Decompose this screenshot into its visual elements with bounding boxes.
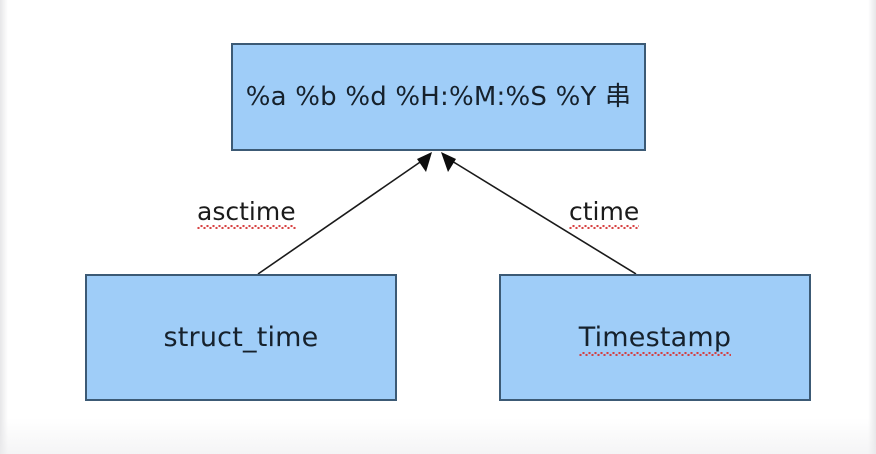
edge-label-asctime: asctime: [197, 197, 296, 229]
node-struct-time[interactable]: struct_time: [85, 274, 397, 401]
left-gutter: [0, 0, 8, 454]
edge-label-ctime-text: ctime: [569, 197, 640, 229]
node-format-string-label: %a %b %d %H:%M:%S %Y 串: [245, 82, 632, 112]
edge-label-asctime-text: asctime: [197, 197, 296, 229]
right-gutter: [868, 0, 876, 454]
node-timestamp[interactable]: Timestamp: [499, 274, 811, 401]
node-struct-time-label: struct_time: [163, 322, 319, 353]
node-timestamp-label: Timestamp: [578, 322, 732, 356]
edge-label-ctime: ctime: [569, 197, 640, 229]
node-format-string[interactable]: %a %b %d %H:%M:%S %Y 串: [231, 43, 646, 151]
bottom-shade: [0, 418, 876, 454]
